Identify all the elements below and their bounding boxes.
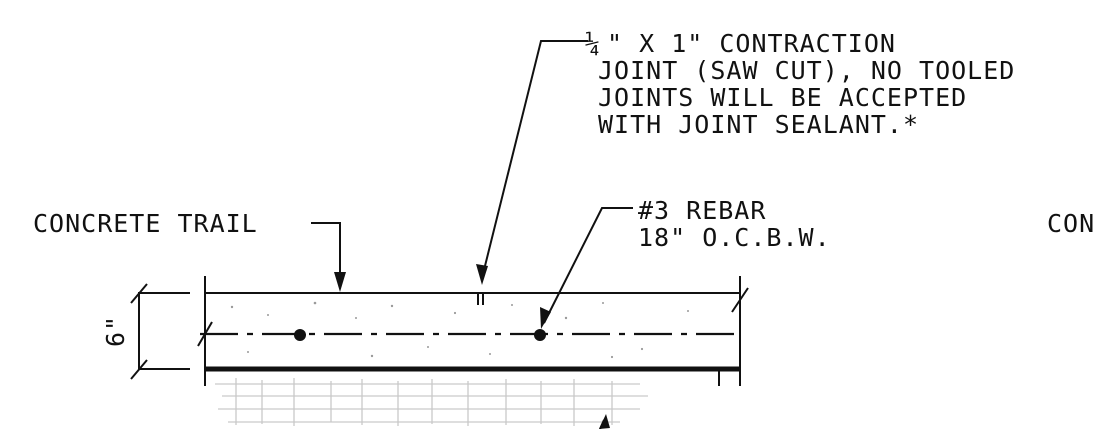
right-break-mark xyxy=(731,287,749,313)
thickness-label: 6" xyxy=(101,315,130,347)
right-partial-label: CON xyxy=(1047,209,1095,238)
rebar-dot-right xyxy=(534,329,546,341)
concrete-trail-callout: CONCRETE TRAIL xyxy=(33,209,346,292)
joint-leader-arrowhead xyxy=(476,264,488,285)
joint-fraction: ¼ xyxy=(585,29,601,58)
thickness-dimension: 6" xyxy=(101,283,190,380)
rebar-leader-line xyxy=(543,207,633,324)
concrete-trail-leader-line xyxy=(311,222,341,282)
concrete-aggregate-texture xyxy=(230,301,689,359)
joint-label-line-1: " X 1" CONTRACTION xyxy=(607,29,896,58)
dimension-tick-top xyxy=(130,283,148,304)
joint-label-line-4: WITH JOINT SEALANT.* xyxy=(598,110,919,139)
joint-label-line-3: JOINTS WILL BE ACCEPTED xyxy=(598,83,967,112)
rebar-label-line-2: 18" O.C.B.W. xyxy=(638,223,831,252)
rebar-callout: #3 REBAR 18" O.C.B.W. xyxy=(540,196,831,329)
dimension-tick-bottom xyxy=(130,359,148,380)
rebar-label-line-1: #3 REBAR xyxy=(638,196,766,225)
rebar-dot-left xyxy=(294,329,306,341)
bottom-leader-arrowhead xyxy=(599,414,610,429)
concrete-trail-label: CONCRETE TRAIL xyxy=(33,209,258,238)
concrete-slab xyxy=(197,276,749,386)
rebar-leader-arrowhead xyxy=(540,307,551,329)
joint-label-line-2: JOINT (SAW CUT), NO TOOLED xyxy=(598,56,1015,85)
joint-leader-line xyxy=(481,40,588,279)
joint-callout: ¼ " X 1" CONTRACTION JOINT (SAW CUT), NO… xyxy=(476,29,1015,285)
concrete-trail-leader-arrowhead xyxy=(334,272,346,292)
base-material-hatch xyxy=(215,378,648,426)
